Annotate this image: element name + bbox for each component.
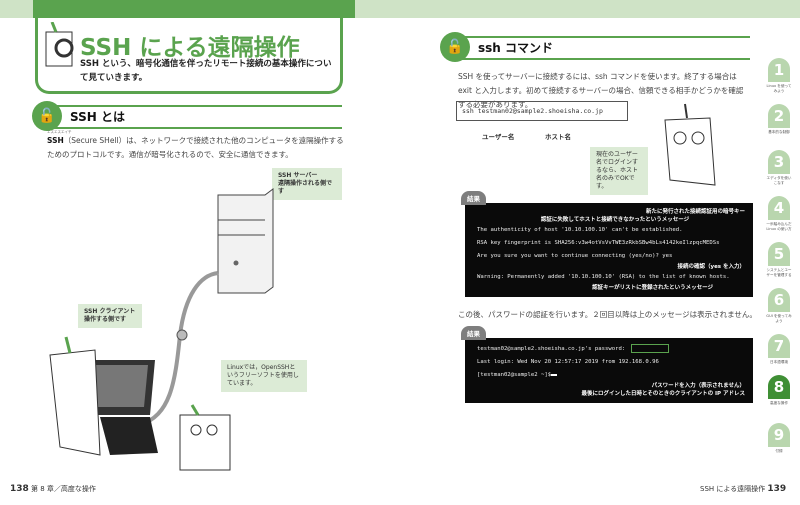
command-example: ssh testman02@sample2.shoeisha.co.jp	[456, 101, 628, 121]
section-header-ssh-command: 🔓 ssh コマンド	[440, 32, 750, 62]
terminal-line: Warning: Permanently added '10.10.100.10…	[477, 274, 730, 280]
result-tag: 結果	[461, 326, 486, 340]
annotation-confirm: 接続の確認（yes を入力）	[677, 264, 745, 270]
mascot-magnifier-icon	[45, 22, 74, 67]
terminal-line: The authenticity of host '10.10.100.10' …	[477, 227, 683, 233]
section-title: SSH とは	[70, 110, 125, 124]
label-host: ホスト名	[545, 133, 571, 141]
ssh-command-description: SSH を使ってサーバーに接続するには、ssh コマンドを使います。終了する場合…	[458, 72, 744, 109]
ruby: エスエスエイチ	[47, 130, 72, 134]
annotation-last-login: 最後にログインした日時とそのときのクライアントの IP アドレス	[581, 391, 745, 397]
terminal-output-1: 新たに発行された接続認証用の暗号キー 認証に失敗してホストと接続できなかったとい…	[465, 203, 753, 297]
lock-icon: 🔓	[32, 101, 62, 131]
mascot-client	[49, 336, 101, 456]
laptop-icon	[85, 360, 158, 455]
server-bubble: SSH サーバー遠隔操作される側です	[272, 168, 342, 200]
terminal-line: Are you sure you want to continue connec…	[477, 253, 673, 259]
right-footer: SSH による遠隔操作 139	[700, 484, 787, 494]
mascot-glasses	[179, 404, 231, 471]
page-title: SSH による遠隔操作	[80, 35, 300, 61]
password-field	[631, 344, 670, 353]
ssh-description: SSH（Secure SHell）は、ネットワークで接続された他のコンピュータを…	[47, 134, 347, 162]
terminal-line: [testman02@sample2 ~]$	[477, 372, 552, 378]
after-text: この後、パスワードの認証を行います。２回目以降は上のメッセージは表示されません。	[458, 310, 757, 319]
terminal-line: RSA key fingerprint is SHA256:v3w4otVsVv…	[477, 240, 720, 246]
title-frame	[35, 18, 343, 94]
annotation-added: 認証キーがリストに登録されたというメッセージ	[592, 285, 713, 291]
terminal-line: Last login: Wed Nov 20 12:57:17 2019 fro…	[477, 359, 659, 365]
top-band-accent	[33, 0, 355, 18]
ssh-illustration	[49, 188, 274, 471]
body-text: （Secure SHell）は、ネットワークで接続された他のコンピュータを遠隔操…	[47, 136, 344, 159]
server-icon	[217, 188, 274, 294]
key-icon	[176, 329, 188, 341]
term: SSH	[47, 136, 64, 145]
annotation-fail: 認証に失敗してホストと接続できなかったというメッセージ	[540, 217, 690, 223]
section-title: ssh コマンド	[478, 41, 554, 55]
terminal-line: testman02@sample2.shoeisha.co.jp's passw…	[477, 346, 626, 352]
section-header-ssh: 🔓 SSH とは	[32, 101, 342, 131]
label-user: ユーザー名	[482, 133, 515, 141]
lead-text: SSH という、暗号化通信を伴ったリモート接続の基本操作について見ていきます。	[80, 59, 332, 83]
openssh-bubble: Linuxでは，OpenSSHというフリーソフトを使用しています。	[221, 360, 307, 392]
lock-icon: 🔓	[440, 32, 470, 62]
client-bubble: SSH クライアント操作する側です	[78, 304, 142, 328]
cable	[139, 271, 219, 427]
terminal-output-2: testman02@sample2.shoeisha.co.jp's passw…	[465, 338, 753, 403]
left-footer: 138 第 8 章／高度な操作	[10, 484, 96, 494]
cursor	[551, 374, 558, 376]
hint-bubble: 現在のユーザー名でログインするなら、ホスト名のみでOKです。	[590, 147, 648, 195]
mascot-angry	[664, 103, 716, 186]
result-tag: 結果	[461, 191, 486, 205]
annotation-key: 新たに発行された接続認証用の暗号キー	[645, 209, 745, 215]
annotation-password: パスワードを入力（表示されません）	[651, 383, 745, 389]
